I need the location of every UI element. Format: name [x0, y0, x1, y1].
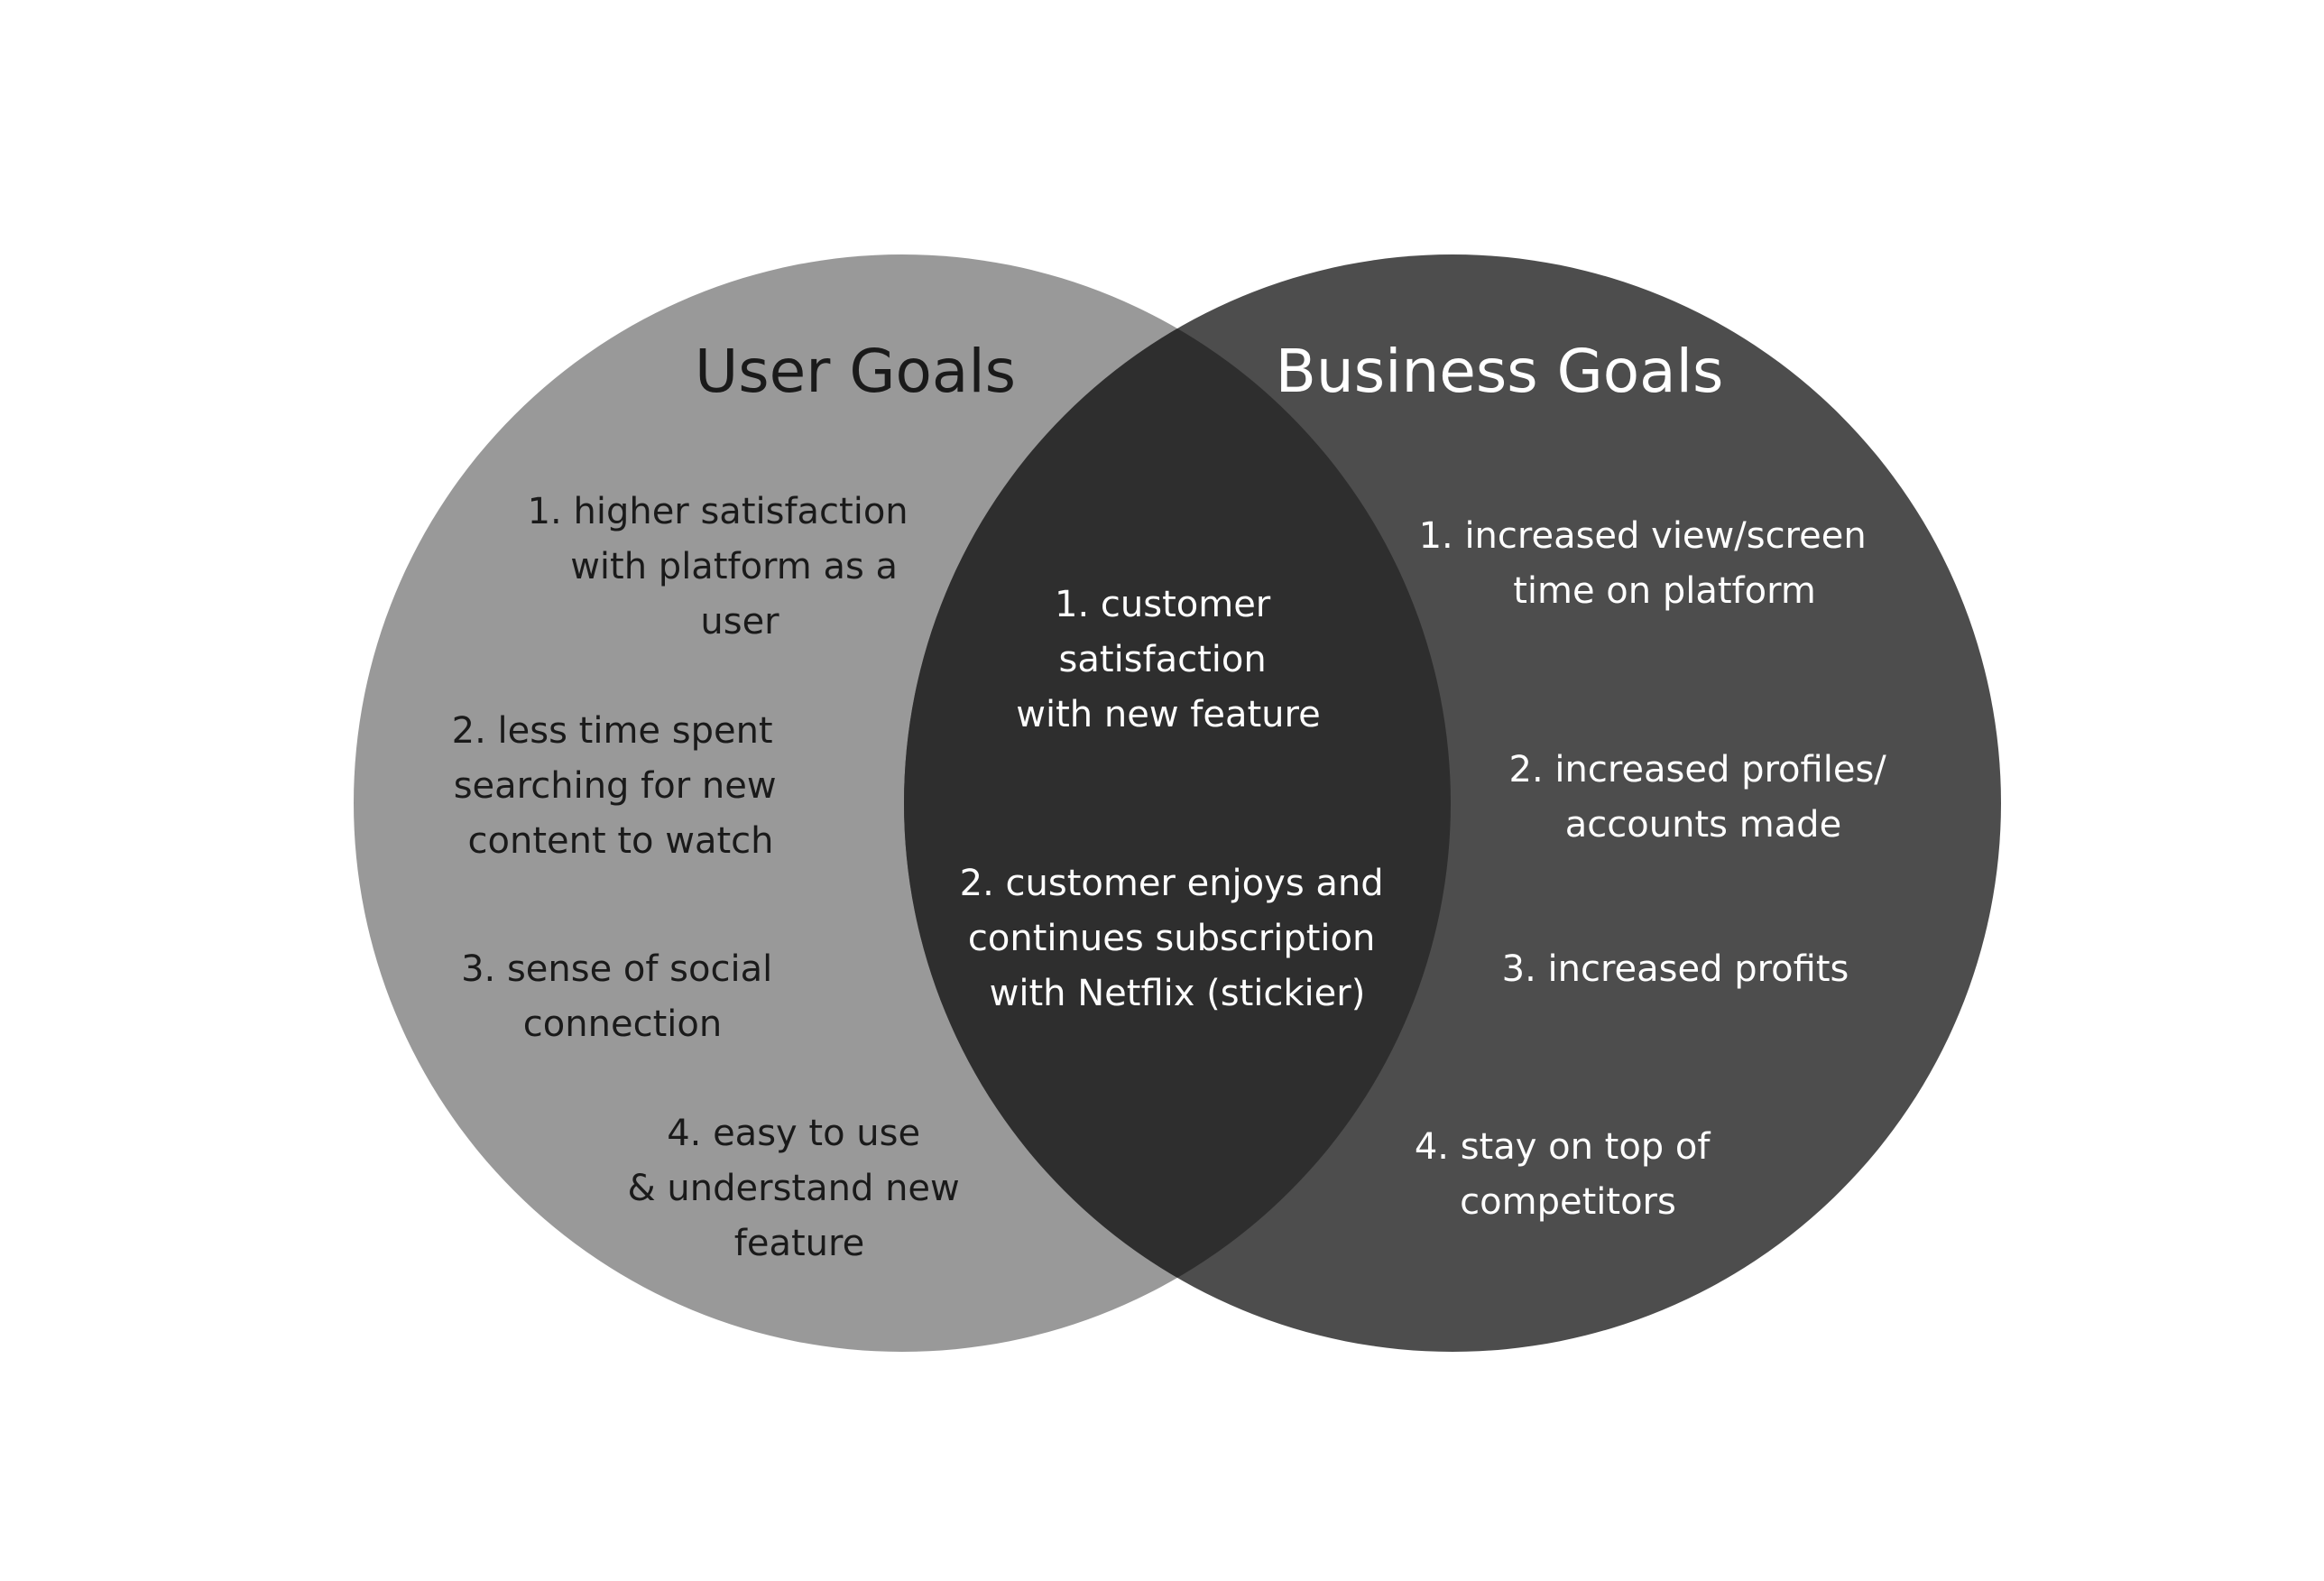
user-goals-title: User Goals: [695, 337, 1016, 406]
business-goal-item: 3. increased profits: [1502, 948, 1849, 990]
overlap-region: [904, 254, 1451, 1352]
user-goal-item: 3. sense of social connection: [461, 948, 784, 1045]
business-goal-item: 2. increased profiles/ accounts made: [1509, 749, 1898, 846]
business-goal-item: 4. stay on top of competitors: [1415, 1126, 1721, 1223]
user-goals-list: 1. higher satisfaction with platform as …: [452, 491, 972, 1264]
shared-goals-list: 1. customer satisfaction with new featur…: [960, 584, 1396, 1014]
business-goals-list: 1. increased view/screen time on platfor…: [1415, 515, 1898, 1223]
business-goals-title: Business Goals: [1276, 337, 1724, 406]
user-goal-item: 1. higher satisfaction with platform as …: [528, 491, 920, 643]
user-goal-item: 4. easy to use & understand new feature: [628, 1113, 972, 1264]
business-goal-item: 1. increased view/screen time on platfor…: [1419, 515, 1878, 612]
shared-goal-item: 1. customer satisfaction with new featur…: [1016, 584, 1320, 735]
user-goal-item: 2. less time spent searching for new con…: [452, 710, 788, 862]
shared-goal-item: 2. customer enjoys and continues subscri…: [960, 863, 1396, 1014]
